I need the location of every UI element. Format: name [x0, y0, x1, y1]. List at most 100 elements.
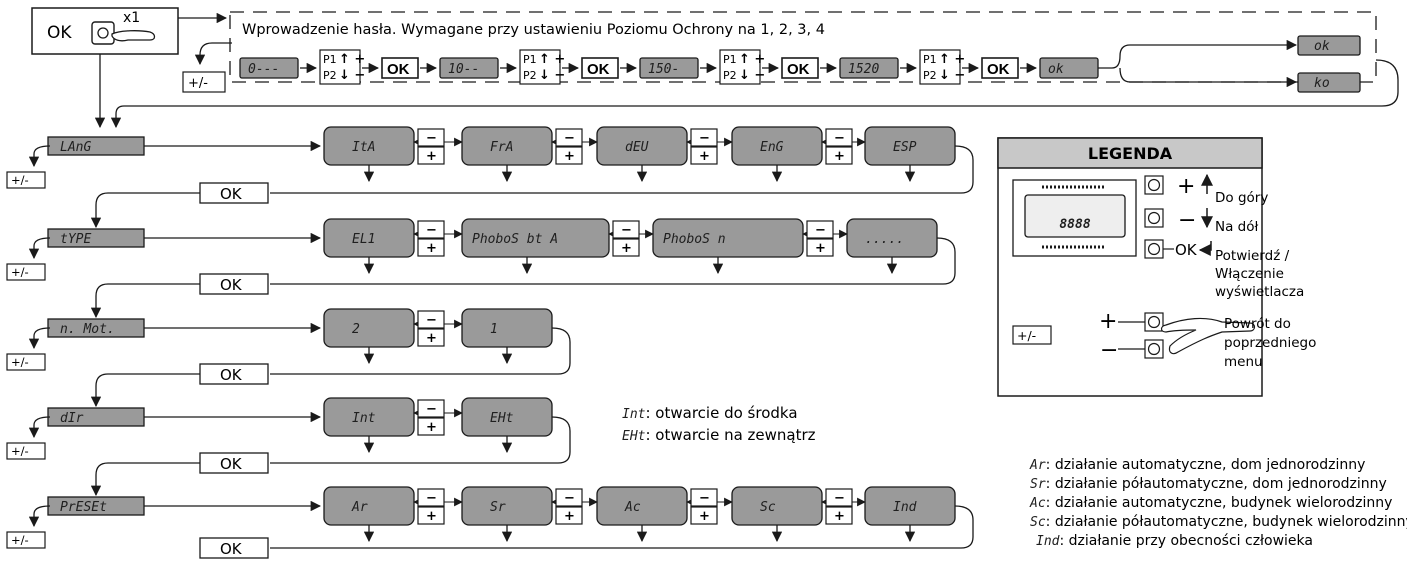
- minus-button: [417, 310, 445, 329]
- p1-label: P1: [723, 53, 737, 66]
- outcome-ko-box: [1297, 72, 1361, 93]
- menu-option: [596, 486, 688, 526]
- plus-button: [417, 238, 445, 257]
- menu-option-label: ItA: [352, 140, 375, 155]
- menu-label: PrESEt: [60, 500, 107, 515]
- minus-sign: −: [834, 491, 845, 506]
- legend-header: [997, 137, 1263, 169]
- p2-label: P2: [923, 69, 937, 82]
- legend-up-text: Do góry: [1215, 190, 1268, 206]
- password-step-label: 0---: [248, 62, 279, 77]
- plus-button: [417, 146, 445, 165]
- plus-sign: +: [564, 509, 575, 524]
- legend-hand-icon: [1160, 317, 1256, 355]
- hand-button-icon: [91, 21, 156, 45]
- password-step-label: 10--: [448, 62, 479, 77]
- menu-option-label: Sr: [490, 500, 506, 515]
- menu-option-label: .....: [865, 232, 904, 247]
- plus-sign: +: [426, 509, 437, 524]
- minus-sign: −: [426, 223, 437, 238]
- menu-label: dIr: [60, 411, 84, 426]
- menu-return-line: [270, 327, 571, 375]
- p1-p2-box: [719, 49, 761, 85]
- menu-option-label: EHt: [490, 411, 514, 426]
- menu-option-label: FrA: [490, 140, 513, 155]
- menu-rows: LAnG+/-ItA−+FrA−+dEU−+EnG−+ESPOKtYPE+/-E…: [6, 126, 974, 559]
- menu-back-arrow: [28, 416, 51, 439]
- down-arrow-icon: ↓ −: [739, 68, 765, 83]
- minus-button: [417, 220, 445, 239]
- minus-button: [612, 220, 640, 239]
- minus-button: [690, 488, 718, 507]
- outcome-ok-box: [1297, 35, 1361, 56]
- minus-button: [555, 128, 583, 147]
- legend-title: LEGENDA: [1088, 144, 1173, 163]
- menu-option-label: EnG: [760, 140, 784, 155]
- legend-pm-button: [1012, 325, 1052, 345]
- plus-button: [825, 506, 853, 525]
- legend-pm-label: +/-: [1017, 328, 1036, 343]
- plus-button: [825, 146, 853, 165]
- legend-hand-minus-button: [1144, 339, 1164, 359]
- menu-label: tYPE: [60, 232, 91, 247]
- password-result-label: ok: [1048, 62, 1064, 77]
- dir-notes: Int: otwarcie do środka EHt: otwarcie na…: [622, 404, 816, 444]
- password-step: [439, 57, 499, 79]
- plus-button: [690, 146, 718, 165]
- minus-sign: −: [426, 491, 437, 506]
- legend-confirm-3: wyświetlacza: [1215, 284, 1304, 300]
- menu-option-label: 2: [352, 322, 360, 337]
- p1-p2-box: [319, 49, 361, 85]
- password-step: [239, 57, 299, 79]
- legend-hand-minus: −: [1100, 338, 1118, 363]
- menu-back-arrow: [28, 505, 51, 528]
- minus-sign: −: [426, 131, 437, 146]
- menu-plus-minus-button: [6, 442, 46, 460]
- up-arrow-icon: ↑ +: [339, 52, 365, 67]
- plus-sign: +: [699, 509, 710, 524]
- plus-button: [806, 238, 834, 257]
- menu-option-label: Sc: [760, 500, 776, 515]
- legend-hand-plus-button: [1144, 312, 1164, 332]
- password-step: [839, 57, 899, 79]
- menu-plus-minus-label: +/-: [11, 444, 29, 458]
- p1-label: P1: [523, 53, 537, 66]
- preset-note-ind: Ind: działanie przy obecności człowieka: [1036, 533, 1313, 549]
- menu-ok-label: OK: [220, 276, 243, 294]
- plus-button: [417, 328, 445, 347]
- minus-sign: −: [426, 313, 437, 328]
- minus-sign: −: [564, 131, 575, 146]
- plus-sign: +: [426, 331, 437, 346]
- menu-2: n. Mot.+/-2−+1OK: [6, 308, 571, 408]
- p2-label: P2: [323, 69, 337, 82]
- next-menu-arrow: [90, 192, 200, 229]
- down-arrow-icon: ↓ −: [939, 68, 965, 83]
- dir-note-eht: EHt: otwarcie na zewnątrz: [622, 426, 816, 444]
- minus-sign: −: [699, 491, 710, 506]
- legend-back-1: Powrót do: [1224, 316, 1291, 332]
- menu-ok-label: OK: [220, 185, 243, 203]
- minus-button: [417, 488, 445, 507]
- preset-note-ac: Ac: działanie automatyczne, budynek wiel…: [1029, 495, 1392, 511]
- p1-p2-box: [519, 49, 561, 85]
- menu-option-label: PhoboS n: [663, 232, 726, 247]
- menu-option-label: EL1: [352, 232, 375, 247]
- plus-sign: +: [426, 149, 437, 164]
- menu-option-label: Ind: [893, 500, 917, 515]
- menu-plus-minus-button: [6, 263, 46, 281]
- legend-back-3: menu: [1224, 354, 1263, 370]
- menu-option-label: ESP: [893, 140, 917, 155]
- password-ok-button: [581, 57, 619, 79]
- down-arrow-icon: ↓ −: [339, 68, 365, 83]
- menu-back-arrow: [28, 237, 51, 260]
- legend-confirm-2: Włączenie: [1215, 266, 1284, 282]
- minus-button: [417, 128, 445, 147]
- plus-button: [690, 506, 718, 525]
- minus-button: [806, 220, 834, 239]
- legend-plus-button: [1144, 175, 1164, 195]
- menu-ok-label: OK: [220, 366, 243, 384]
- legend-display-value: 8888: [1059, 217, 1090, 232]
- legend-down-text: Na dół: [1215, 219, 1258, 235]
